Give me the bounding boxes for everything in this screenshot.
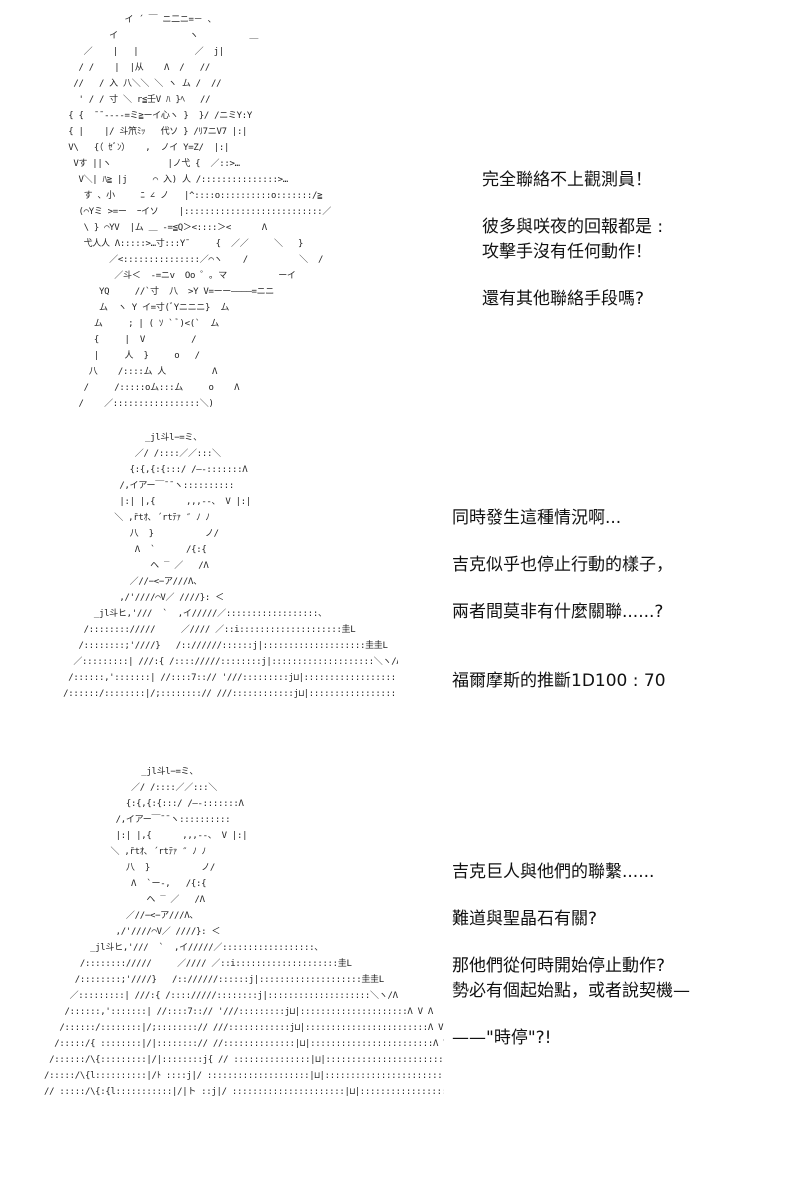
line-gap — [452, 885, 690, 907]
dialogue-line: 彼多與咲夜的回報都是 : — [482, 217, 664, 237]
dialogue-line: 吉克巨人與他們的聯繫...... — [452, 862, 655, 882]
line-gap — [482, 193, 663, 215]
dialogue-line: 福爾摩斯的推斷1D100 : 70 — [452, 671, 666, 691]
panel-2: _jl斗l−=ミ、 ／/ /::::／／:::＼ {:{,{:{:::/ /―-… — [0, 420, 800, 750]
dialogue-line: 完全聯絡不上觀測員！ — [482, 170, 652, 190]
character-ascii-art-2: _jl斗l−=ミ、 ／/ /::::／／:::＼ {:{,{:{:::/ /―-… — [63, 433, 398, 699]
dialogue-line: 那他們從何時開始停止動作? — [452, 956, 666, 976]
character-ascii-art-3: _jl斗l−=ミ、 ／/ /::::／／:::＼ {:{,{:{:::/ /―-… — [44, 767, 444, 1097]
dialogue-line: 難道與聖晶石有關? — [452, 909, 598, 929]
line-gap — [452, 932, 690, 954]
panel-3: _jl斗l−=ミ、 ／/ /::::／／:::＼ {:{,{:{:::/ /―-… — [0, 750, 800, 1200]
line-gap — [482, 265, 663, 287]
dialogue-1: 完全聯絡不上觀測員！ 彼多與咲夜的回報都是 : 攻擊手沒有任何動作！ 還有其他聯… — [482, 168, 663, 312]
dialogue-2: 同時發生這種情況啊... 吉克似乎也停止行動的樣子， 兩者間莫非有什麼關聯...… — [452, 506, 673, 694]
dialogue-line: 兩者間莫非有什麼關聯......? — [452, 602, 664, 622]
line-gap — [452, 531, 673, 553]
dialogue-line: 攻擊手沒有任何動作！ — [482, 242, 652, 262]
line-gap — [452, 578, 673, 600]
line-gap — [452, 1004, 690, 1026]
panel-1: イ ´ ￣ ニ二ニ=－ 、 イ ヽ ＿ ／ | | ／ j| / / | |从 … — [0, 0, 800, 420]
line-gap — [452, 625, 673, 647]
dialogue-3: 吉克巨人與他們的聯繫...... 難道與聖晶石有關? 那他們從何時開始停止動作?… — [452, 860, 690, 1051]
dialogue-line: 同時發生這種情況啊... — [452, 508, 622, 528]
dialogue-line: 吉克似乎也停止行動的樣子， — [452, 555, 673, 575]
character-ascii-art-1: イ ´ ￣ ニ二ニ=－ 、 イ ヽ ＿ ／ | | ／ j| / / | |从 … — [68, 15, 331, 409]
dialogue-line: ——"時停"?! — [452, 1028, 552, 1048]
dialogue-line: 勢必有個起始點，或者說契機— — [452, 981, 690, 1001]
line-gap — [452, 647, 673, 669]
dialogue-line: 還有其他聯絡手段嗎? — [482, 289, 645, 309]
